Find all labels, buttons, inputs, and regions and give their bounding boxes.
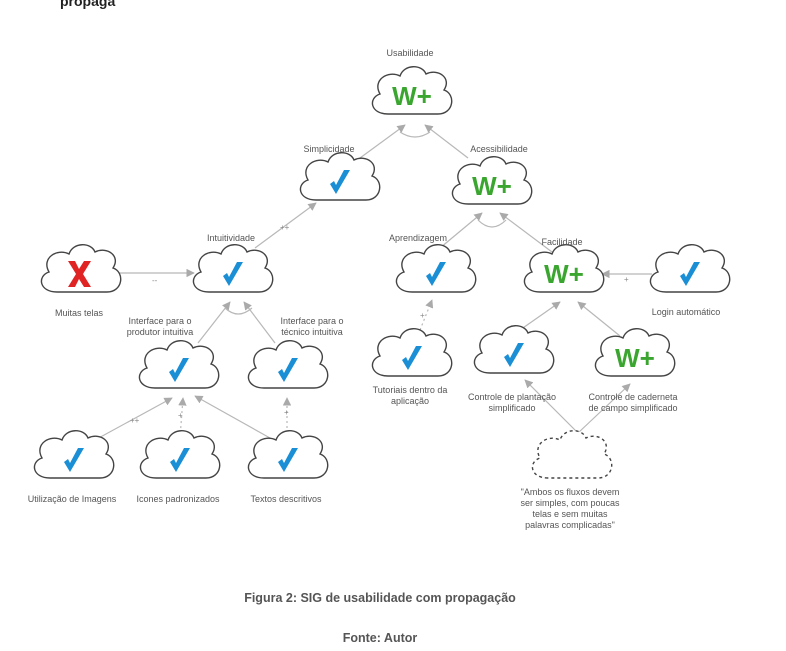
weak-positive-mark-usabilidade: W+ [392, 81, 432, 111]
check-icon-textos [278, 448, 298, 472]
node-label-intuitividade: Intuitividade [207, 233, 255, 243]
node-label-usabilidade: Usabilidade [386, 48, 433, 58]
and-arc-intuitividade [224, 307, 253, 315]
node-label-aprendizagem: Aprendizagem [389, 233, 447, 243]
node-label-claim: telas e sem muitas [532, 509, 608, 519]
node-icones-cloud [139, 430, 221, 479]
node-produtor-cloud [138, 340, 220, 389]
check-icon-icones [170, 448, 190, 472]
node-login-cloud [649, 244, 731, 293]
edge-claim-plantacao [524, 379, 579, 434]
check-icon-simplicidade [330, 170, 350, 194]
node-claim-cloud [531, 430, 613, 479]
edge-acessibilidade-usabilidade [424, 124, 469, 159]
edge-caderneta-facilidade [577, 301, 621, 337]
node-intuitividade-cloud [192, 244, 274, 293]
edge-label-icones: + [178, 411, 183, 420]
check-icon-tutoriais [402, 346, 422, 370]
edge-intuitividade-simplicidade [254, 202, 317, 249]
x-icon-muitas_telas [68, 261, 91, 287]
node-label-interface_produtor: Interface para o [128, 316, 191, 326]
weak-positive-mark-controle_caderneta: W+ [615, 343, 655, 373]
edge-label-textos: + [284, 408, 289, 417]
node-label-acessibilidade: Acessibilidade [470, 144, 528, 154]
and-arc-acessibilidade [477, 219, 507, 228]
node-label-imagens: Utilização de Imagens [28, 494, 117, 504]
node-label-interface_produtor: produtor intuitiva [127, 327, 194, 337]
node-textos-cloud [247, 430, 329, 479]
check-icon-login [680, 262, 700, 286]
node-label-claim: ser simples, com poucas [520, 498, 620, 508]
node-simplicidade-cloud [299, 152, 381, 201]
check-icon-controle_plantacao [504, 343, 524, 367]
node-label-tutoriais: aplicação [391, 396, 429, 406]
node-label-icones: Icones padronizados [136, 494, 220, 504]
edge-plantacao-facilidade [519, 301, 561, 331]
node-label-claim: "Ambos os fluxos devem [521, 487, 620, 497]
sig-diagram: ++ -- + + ++ + + W+ W+ W+ W+ UsabilidadeSim… [28, 48, 731, 530]
check-icon-interface_tecnico [278, 358, 298, 382]
edge-claim-caderneta [577, 383, 631, 434]
node-label-controle_caderneta: de campo simplificado [588, 403, 677, 413]
edge-facilidade-acessibilidade [499, 212, 553, 253]
edge-label-tutoriais: + [420, 311, 425, 320]
figure-caption: Figura 2: SIG de usabilidade com propaga… [244, 591, 516, 605]
check-icon-aprendizagem [426, 262, 446, 286]
edge-tutoriais-aprendizagem [419, 299, 434, 331]
node-tecnico-cloud [247, 340, 329, 389]
header-fragment: propaga [60, 0, 116, 9]
edge-label-imagens: ++ [130, 416, 140, 425]
node-label-interface_tecnico: Interface para o [280, 316, 343, 326]
edge-label-login: + [624, 275, 629, 284]
figure-source: Fonte: Autor [342, 631, 418, 645]
edge-simplicidade-usabilidade [359, 124, 406, 159]
node-aprendizagem-cloud [395, 244, 477, 293]
node-imagens-cloud [33, 430, 115, 479]
node-label-simplicidade: Simplicidade [303, 144, 354, 154]
edge-textos-produtor [194, 395, 271, 439]
and-arc-usabilidade [399, 131, 431, 138]
check-icon-interface_produtor [169, 358, 189, 382]
node-label-textos: Textos descritivos [250, 494, 322, 504]
weak-positive-mark-acessibilidade: W+ [472, 171, 512, 201]
node-label-facilidade: Facilidade [541, 237, 582, 247]
node-label-tutoriais: Tutoriais dentro da [373, 385, 448, 395]
edge-imagens-produtor [94, 397, 173, 441]
node-tutoriais-cloud [371, 328, 453, 377]
node-label-claim: palavras complicadas" [525, 520, 615, 530]
edge-produtor-intuitividade [197, 301, 231, 344]
node-label-controle_plantacao: Controle de plantação [468, 392, 556, 402]
edge-label-intuitividade-simplicidade: ++ [280, 223, 290, 232]
node-label-interface_tecnico: técnico intuitiva [281, 327, 343, 337]
node-label-login: Login automático [652, 307, 721, 317]
node-label-controle_caderneta: Controle de caderneta [588, 392, 677, 402]
weak-positive-mark-facilidade: W+ [544, 259, 584, 289]
node-plantacao-cloud [473, 325, 555, 374]
check-icon-imagens [64, 448, 84, 472]
edge-aprendizagem-acessibilidade [439, 212, 483, 249]
edge-label-muitastelas: -- [152, 276, 158, 285]
check-icon-intuitividade [223, 262, 243, 286]
node-label-muitas_telas: Muitas telas [55, 308, 104, 318]
edge-tecnico-intuitividade [243, 301, 276, 344]
node-label-controle_plantacao: simplificado [488, 403, 535, 413]
